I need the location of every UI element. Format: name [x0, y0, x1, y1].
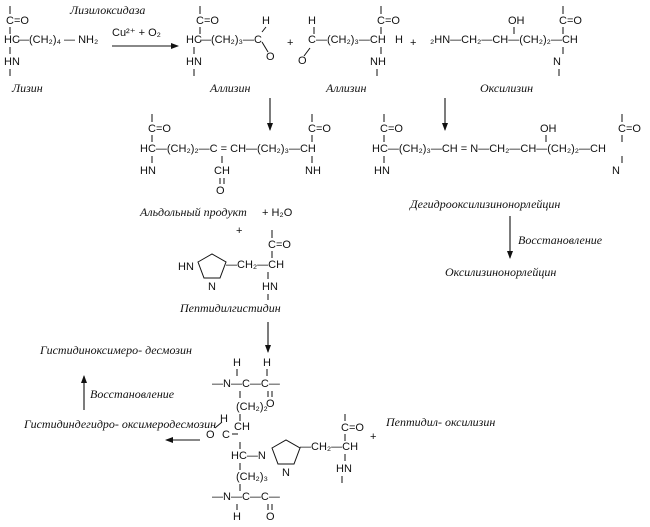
histidinodehydro-label: Гистидиндегидро- оксимеродесмозин: [23, 417, 216, 431]
allysine-1-chain: —(CH₂)₃—C: [200, 34, 262, 46]
allysine-1-structure: C=O HC —(CH₂)₃—C H O HN Аллизин: [186, 6, 275, 95]
lysine-hc: HC: [4, 34, 20, 46]
allysine-2-structure: H O C—(CH₂)₃—CH C=O H NH Аллизин: [298, 6, 403, 95]
svg-text:HN: HN: [140, 165, 156, 177]
svg-text:HN: HN: [178, 261, 194, 273]
svg-text:H: H: [220, 413, 228, 425]
svg-text:HC: HC: [186, 34, 202, 46]
oxylysinonorleucine-label: Оксилизинонорлейцин: [445, 265, 556, 279]
svg-text:H: H: [233, 511, 241, 523]
lysine-label: Лизин: [11, 81, 43, 95]
svg-text:C=O: C=O: [308, 123, 331, 135]
aldol-chain: HC—(CH₂)₂—C = CH—(CH₂)₃—CH: [140, 143, 316, 155]
oxylysine-structure: OH C=O ₂HN—CH₂—CH—(CH₂)₂—CH N Оксилизин: [430, 6, 582, 95]
water-label: + H₂O: [262, 207, 293, 219]
svg-text:O: O: [266, 51, 275, 63]
lysine-nh: HN: [4, 56, 20, 68]
svg-text:O: O: [216, 185, 225, 197]
histidine-chain: —CH₂—CH: [226, 259, 284, 271]
imidazole-ring-bottom: [271, 439, 301, 465]
svg-text:—N—C—C—: —N—C—C—: [212, 491, 280, 503]
svg-text:C=O: C=O: [559, 15, 582, 27]
svg-text:N: N: [282, 467, 290, 479]
svg-text:C=O: C=O: [268, 239, 291, 251]
svg-text:+: +: [287, 37, 293, 49]
oxylysine-chain: ₂HN—CH₂—CH—(CH₂)₂—CH: [430, 34, 578, 46]
imidazole-ring: [197, 253, 227, 279]
svg-text:H: H: [308, 15, 316, 27]
svg-text:C=O: C=O: [341, 422, 364, 434]
svg-text:H: H: [233, 357, 241, 369]
svg-text:OH: OH: [508, 15, 525, 27]
allysine-2-label: Аллизин: [325, 81, 366, 95]
svg-text:O: O: [298, 55, 307, 67]
dehydro-label: Дегидрооксилизинонорлейцин: [409, 197, 560, 211]
svg-text:OH: OH: [540, 123, 557, 135]
lysine-structure: C=O HC —(CH₂)₄ — NH₂ HN Лизин: [4, 6, 98, 95]
svg-text:C=O: C=O: [377, 15, 400, 27]
svg-text:N: N: [553, 56, 561, 68]
svg-text:O: O: [266, 511, 275, 523]
svg-text:—N—C—C—: —N—C—C—: [212, 378, 280, 390]
svg-text:H: H: [263, 357, 271, 369]
svg-text:NH: NH: [370, 56, 386, 68]
histidinoxymerodesmosine-label: Гистидиноксимеро- десмозин: [39, 343, 192, 357]
aldol-structure: C=O C=O HC—(CH₂)₂—C = CH—(CH₂)₃—CH HN NH…: [139, 114, 331, 219]
svg-text:C=O: C=O: [148, 123, 171, 135]
dehydro-chain: HC—(CH₂)₃—CH = N—CH₂—CH—(CH₂)₂—CH: [372, 143, 606, 155]
svg-text:HN: HN: [374, 165, 390, 177]
svg-text:+: +: [410, 37, 416, 49]
svg-text:N: N: [612, 165, 620, 177]
svg-text:(CH₂)₂: (CH₂)₂: [236, 401, 268, 413]
svg-text:HN: HN: [262, 281, 278, 293]
svg-text:H: H: [262, 15, 270, 27]
svg-text:CH: CH: [214, 165, 230, 177]
reduction-2-label: Восстановление: [90, 387, 175, 401]
svg-text:+: +: [236, 225, 242, 237]
allysine-2-chain: C—(CH₂)₃—CH: [308, 34, 386, 46]
svg-text:C=O: C=O: [618, 123, 641, 135]
svg-text:CH: CH: [234, 421, 250, 433]
svg-text:HN: HN: [336, 463, 352, 475]
oxylysine-label: Оксилизин: [480, 81, 533, 95]
svg-text:N: N: [208, 281, 216, 293]
aldol-label: Альдольный продукт: [139, 205, 247, 219]
svg-text:(CH₂)₃: (CH₂)₃: [236, 471, 268, 483]
peptidylhistidine-label: Пептидилгистидин: [179, 301, 281, 315]
svg-text:O: O: [206, 429, 215, 441]
svg-text:H: H: [395, 34, 403, 46]
peptidylhistidine-structure: C=O HN N —CH₂—CH HN Пептидилгистидин: [178, 230, 291, 315]
enzyme-label: Лизилоксидаза: [69, 3, 145, 17]
reduction-1-label: Восстановление: [518, 233, 603, 247]
svg-text:NH: NH: [305, 165, 321, 177]
lysine-chain: —(CH₂)₄ — NH₂: [18, 34, 98, 46]
svg-text:O: O: [266, 398, 275, 410]
histidinodehydro-structure: H H —N—C—C— O (CH₂)₂ O C CH H HC—N N —CH…: [206, 357, 364, 523]
svg-text:C=O: C=O: [196, 15, 219, 27]
svg-text:C=O: C=O: [380, 123, 403, 135]
svg-text:C: C: [222, 429, 230, 441]
svg-text:HN: HN: [186, 56, 202, 68]
lysine-co: C=O: [6, 15, 29, 27]
bottom-center-chain: HC—N: [231, 450, 266, 462]
dehydro-structure: C=O OH C=O HC—(CH₂)₃—CH = N—CH₂—CH—(CH₂)…: [372, 114, 641, 211]
allysine-1-label: Аллизин: [209, 81, 250, 95]
peptidyl-oxylysine-label: Пептидил- оксилизин: [385, 415, 495, 429]
bottom-peptidyl-chain: —CH₂—CH: [300, 441, 358, 453]
cofactor-label: Cu²⁺ + O₂: [112, 27, 161, 39]
svg-text:+: +: [370, 431, 376, 443]
